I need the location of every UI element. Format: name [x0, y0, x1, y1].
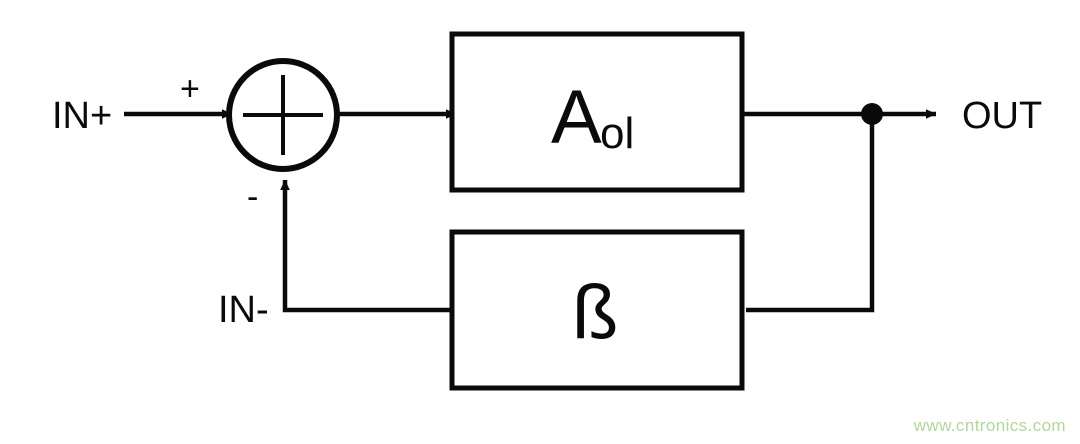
- label-sign-negative: -: [247, 178, 258, 216]
- block-feedback-gain: [449, 229, 745, 391]
- label-input-positive: IN+: [52, 95, 112, 137]
- label-forward-gain-subscript: ol: [600, 109, 634, 158]
- label-feedback-gain: ß: [572, 270, 618, 355]
- block-forward-gain: [449, 31, 745, 193]
- output-node-dot: [861, 103, 883, 125]
- wire-feedback-to-summing-junction: [280, 179, 452, 313]
- watermark: www.cntronics.com: [913, 416, 1066, 435]
- label-sign-positive: +: [180, 70, 200, 108]
- wire-output-to-feedback-gain: [746, 114, 875, 313]
- label-output: OUT: [962, 95, 1042, 137]
- label-forward-gain-main: A: [551, 75, 602, 160]
- label-input-negative: IN-: [218, 289, 269, 331]
